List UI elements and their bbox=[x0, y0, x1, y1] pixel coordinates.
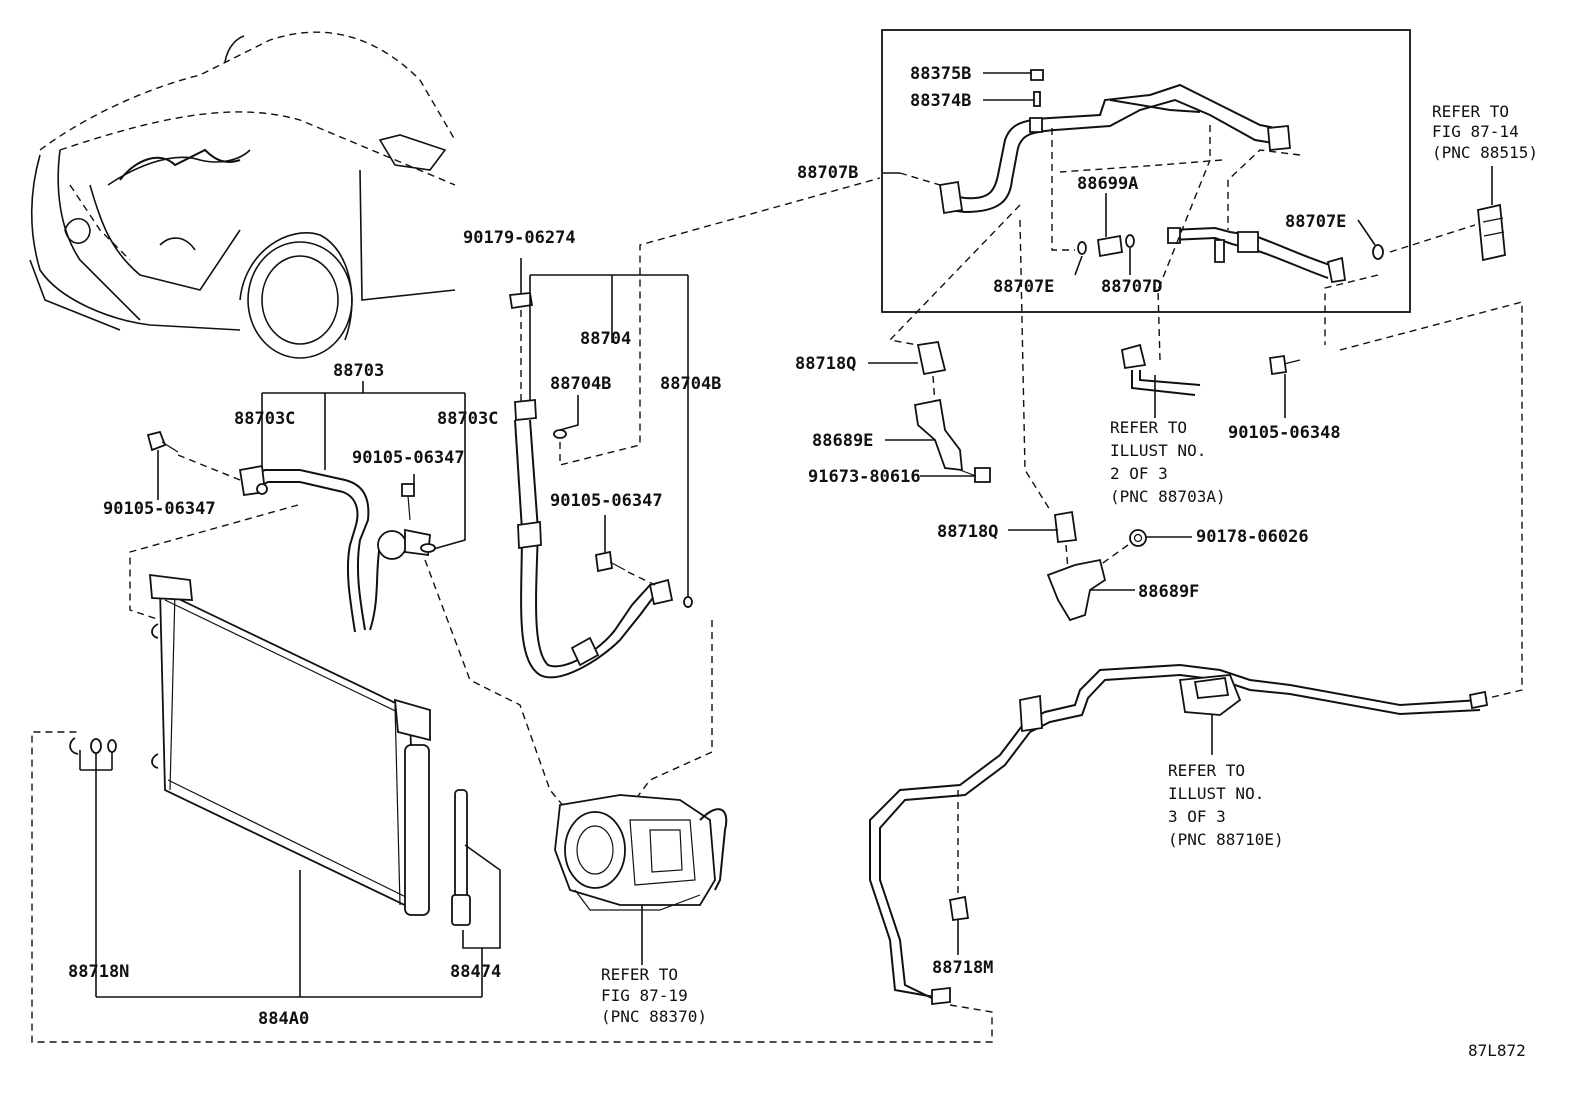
label-88718Q-mid: 88718Q bbox=[937, 522, 998, 542]
nut-90178-06026 bbox=[1129, 529, 1147, 547]
pipe-88703A-ref bbox=[1120, 343, 1201, 396]
bracket-88689E bbox=[913, 398, 964, 472]
ref-fig-87-14-line2: FIG 87-14 bbox=[1432, 122, 1519, 141]
label-88375B: 88375B bbox=[910, 64, 971, 84]
ref-fig-87-19-line2: FIG 87-19 bbox=[601, 986, 688, 1005]
ref-illust-3of3: REFER TO ILLUST NO. 3 OF 3 (PNC 88710E) bbox=[1168, 761, 1284, 849]
label-91673-80616: 91673-80616 bbox=[808, 467, 921, 487]
discharge-hose-88703 bbox=[238, 464, 436, 633]
cap-88375B bbox=[1030, 69, 1044, 81]
label-88703C-right: 88703C bbox=[437, 409, 498, 429]
label-88704: 88704 bbox=[580, 329, 631, 349]
ref-fig-87-19-line1: REFER TO bbox=[601, 965, 678, 984]
clamp-88718Q-mid bbox=[1054, 510, 1078, 543]
label-90105-06347-b: 90105-06347 bbox=[352, 448, 465, 468]
label-90179-06274: 90179-06274 bbox=[463, 228, 576, 248]
ref-illust-2of3-line1: REFER TO bbox=[1110, 418, 1187, 437]
label-88718N: 88718N bbox=[68, 962, 129, 982]
nut-90179-06274 bbox=[508, 258, 534, 310]
bolt-90105-06347-c bbox=[595, 550, 626, 573]
compressor-illustration bbox=[554, 794, 728, 911]
ref-illust-3of3-line2: ILLUST NO. bbox=[1168, 784, 1264, 803]
detail-box bbox=[881, 29, 1411, 313]
bolt-90105-06348 bbox=[1268, 354, 1301, 376]
ref-illust-2of3: REFER TO ILLUST NO. 2 OF 3 (PNC 88703A) bbox=[1110, 418, 1226, 506]
label-88703C-left: 88703C bbox=[234, 409, 295, 429]
label-90178-06026: 90178-06026 bbox=[1196, 527, 1309, 547]
label-88707E-top: 88707E bbox=[1285, 212, 1346, 232]
label-88703: 88703 bbox=[333, 361, 384, 381]
pipe-88707-front bbox=[1167, 226, 1347, 284]
label-88707D: 88707D bbox=[1101, 277, 1162, 297]
label-88718Q-top: 88718Q bbox=[795, 354, 856, 374]
label-90105-06347-a: 90105-06347 bbox=[103, 499, 216, 519]
diagram-code: 87L872 bbox=[1468, 1041, 1526, 1060]
label-884A0: 884A0 bbox=[258, 1009, 309, 1029]
valve-core-88374B bbox=[1033, 91, 1041, 107]
ref-fig-87-14-line1: REFER TO bbox=[1432, 102, 1509, 121]
bolt-90105-06347-a bbox=[146, 430, 179, 453]
label-88689F: 88689F bbox=[1138, 582, 1199, 602]
label-88699A: 88699A bbox=[1077, 174, 1138, 194]
ref-fig-87-14: REFER TO FIG 87-14 (PNC 88515) bbox=[1432, 102, 1538, 162]
ref-illust-3of3-line4: (PNC 88710E) bbox=[1168, 830, 1284, 849]
valve-88699A bbox=[1077, 234, 1135, 258]
label-90105-06347-c: 90105-06347 bbox=[550, 491, 663, 511]
label-88707E-mid: 88707E bbox=[993, 277, 1054, 297]
part-labels: 88703 88703C 88703C 90105-06347 90105-06… bbox=[68, 64, 1346, 1029]
ref-illust-3of3-line1: REFER TO bbox=[1168, 761, 1245, 780]
ref-fig-87-19: REFER TO FIG 87-19 (PNC 88370) bbox=[601, 965, 707, 1026]
label-88474: 88474 bbox=[450, 962, 501, 982]
liquid-pipe-88710 bbox=[869, 663, 1489, 1006]
bolt-91673-80616 bbox=[959, 467, 991, 483]
clamp-88718M bbox=[948, 895, 970, 922]
vehicle-front-illustration bbox=[29, 31, 456, 359]
ref-fig-87-14-line3: (PNC 88515) bbox=[1432, 143, 1538, 162]
ref-fig-87-19-line3: (PNC 88370) bbox=[601, 1007, 707, 1026]
label-88374B: 88374B bbox=[910, 91, 971, 111]
pipe-88707B bbox=[938, 83, 1291, 215]
bolt-90105-06347-b bbox=[401, 483, 415, 521]
label-88704B-right: 88704B bbox=[660, 374, 721, 394]
label-88704B-left: 88704B bbox=[550, 374, 611, 394]
suction-hose-88704 bbox=[514, 399, 693, 679]
label-88707B: 88707B bbox=[797, 163, 858, 183]
condenser-illustration bbox=[149, 573, 471, 926]
ref-illust-3of3-line3: 3 OF 3 bbox=[1168, 807, 1226, 826]
ref-illust-2of3-line3: 2 OF 3 bbox=[1110, 464, 1168, 483]
ref-illust-2of3-line2: ILLUST NO. bbox=[1110, 441, 1206, 460]
pipe-88515-ref bbox=[1477, 203, 1506, 262]
o-ring-88718N-group bbox=[69, 737, 117, 755]
label-90105-06348: 90105-06348 bbox=[1228, 423, 1341, 443]
clamp-88718Q-top bbox=[916, 340, 947, 376]
ref-illust-2of3-line4: (PNC 88703A) bbox=[1110, 487, 1226, 506]
label-88689E: 88689E bbox=[812, 431, 873, 451]
label-88718M: 88718M bbox=[932, 958, 993, 978]
